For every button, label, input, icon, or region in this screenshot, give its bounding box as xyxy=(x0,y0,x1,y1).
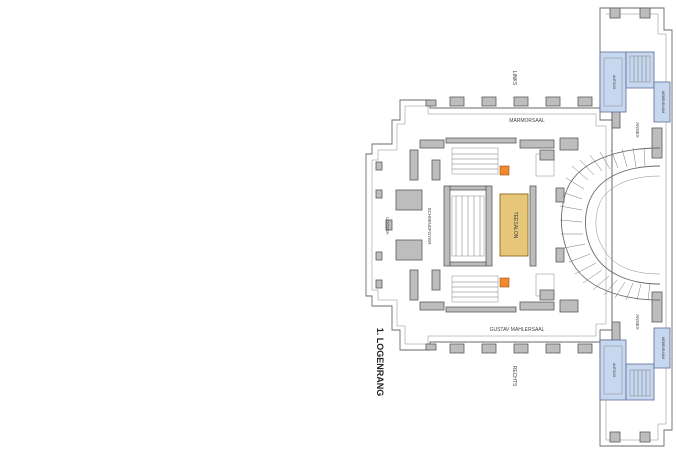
label-annex-bottom: ANNEX xyxy=(635,314,640,330)
label-lift-bottom: AUFZUG xyxy=(612,363,616,378)
service-point-top xyxy=(499,165,510,176)
label-schwindfoyer: SCHWINDFOYER xyxy=(427,208,432,246)
label-annex-top: ANNEX xyxy=(635,122,640,138)
label-links: LINKS xyxy=(511,71,517,86)
label-teesalon: TEESALON xyxy=(512,212,518,239)
label-lift-top: AUFZUG xyxy=(612,75,616,90)
service-point-bottom xyxy=(499,277,510,288)
wall-piers xyxy=(375,7,663,443)
label-gustav-mahlersaal: GUSTAV MAHLERSAAL xyxy=(490,327,545,333)
label-nebenraum-bottom: NEBENRAUM xyxy=(661,337,665,359)
label-nebenraum-top: NEBENRAUM xyxy=(661,91,665,113)
stair-core-top xyxy=(599,51,671,123)
label-marmorsaal: MARMORSAAL xyxy=(509,118,545,124)
stairwells xyxy=(451,147,555,303)
building-outline xyxy=(365,7,673,447)
teesalon-room xyxy=(499,193,529,257)
stair-core-bottom xyxy=(599,327,671,401)
auditorium-horseshoe xyxy=(539,147,661,301)
label-rechts: RECHTS xyxy=(511,366,517,387)
floor-title: 1. LOGENRANG xyxy=(375,328,385,397)
label-loggia: LOGGIA xyxy=(385,217,390,234)
